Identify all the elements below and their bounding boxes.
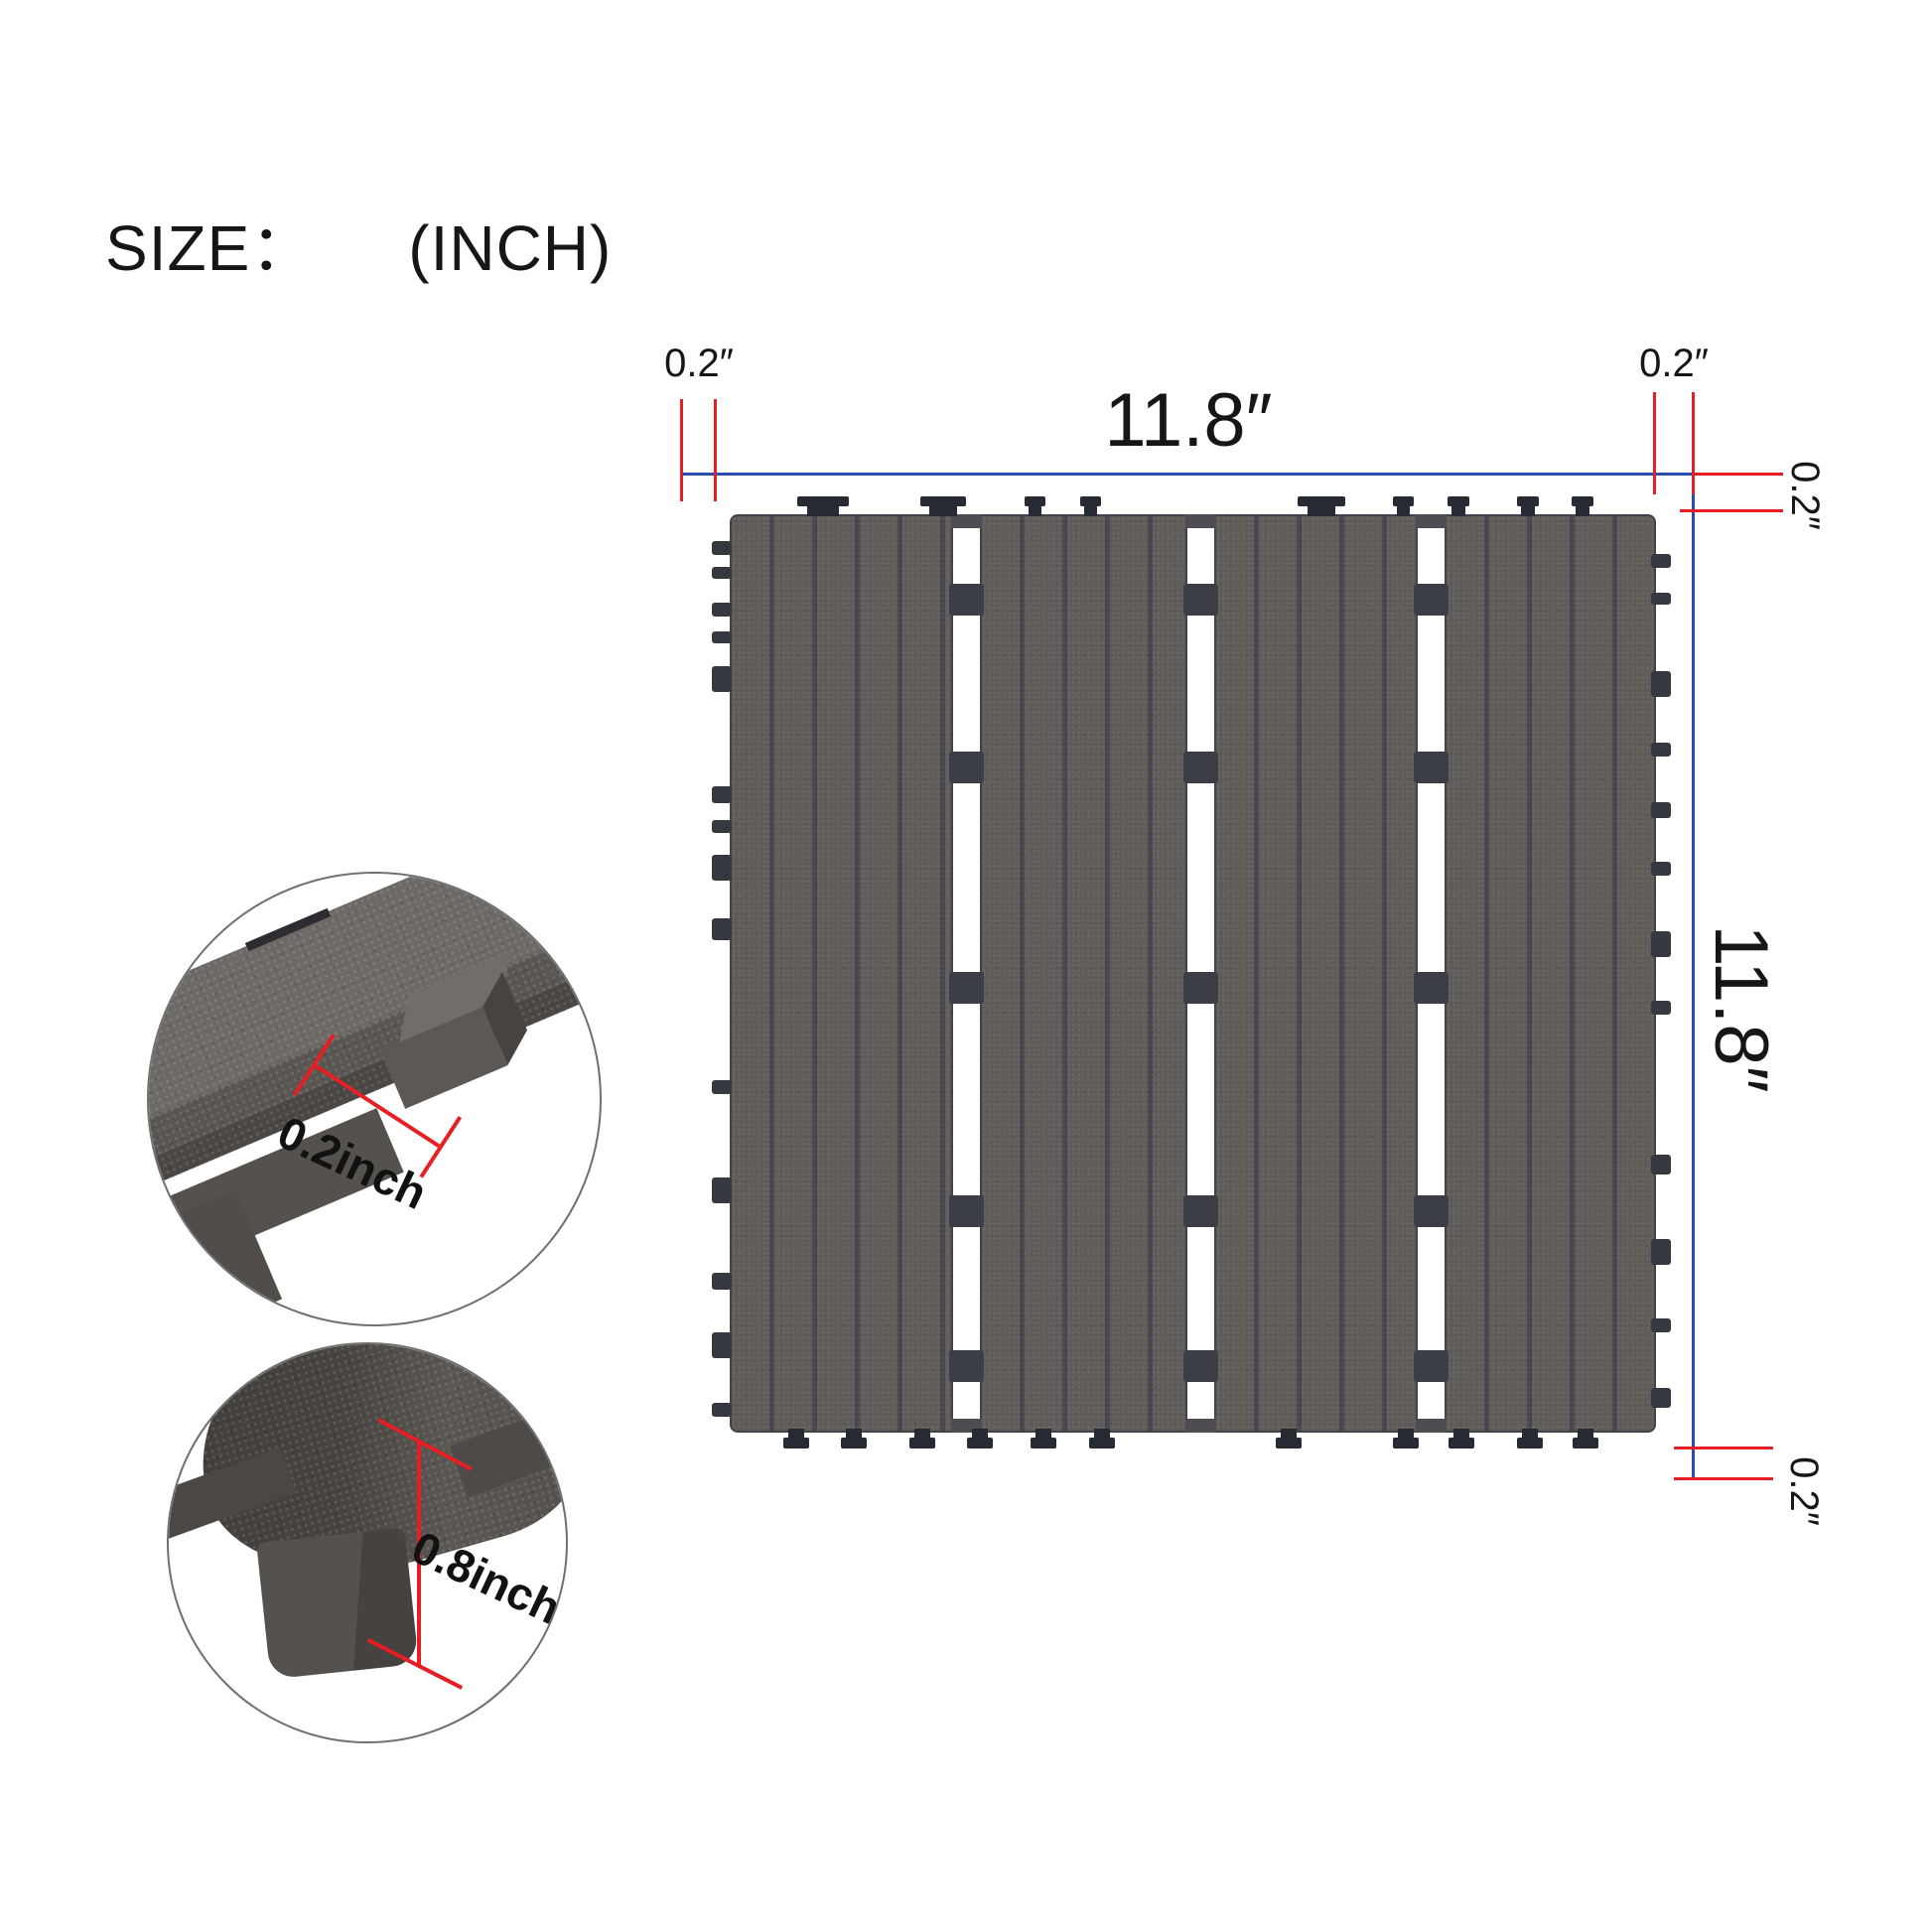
interlock-tab-bottom (1089, 1429, 1115, 1449)
connector-block (1183, 584, 1218, 616)
connector-block (949, 584, 984, 616)
interlock-clip-right (1651, 1155, 1671, 1174)
gap-bridge (1416, 514, 1447, 528)
interlock-tab-bottom (841, 1429, 867, 1449)
interlock-clip-left (712, 541, 732, 555)
tick-right-bottom-b (1674, 1477, 1773, 1480)
width-dimension-line (680, 473, 1695, 476)
interlock-tab-bottom (1449, 1429, 1474, 1449)
label-height: 11.8″ (1699, 924, 1783, 1093)
connector-block (949, 752, 984, 783)
tick-top-left-b (714, 399, 717, 501)
interlock-tab-top (1393, 496, 1414, 516)
tick-right-bottom-a (1674, 1447, 1773, 1449)
interlock-tab-top (920, 496, 966, 516)
gap-bridge (1185, 1419, 1216, 1433)
label-top-left-offset: 0.2″ (664, 342, 734, 385)
connector-block (1183, 752, 1218, 783)
interlock-clip-right (1651, 931, 1671, 957)
slat-panel-1 (730, 514, 953, 1433)
interlock-clip-right (1651, 862, 1671, 876)
height-dimension-line (1692, 473, 1695, 1478)
interlock-clip-left (712, 631, 732, 643)
interlock-tab-bottom (967, 1429, 993, 1449)
tick-right-top-b (1680, 509, 1783, 512)
interlock-tab-bottom (783, 1429, 809, 1449)
interlock-tab-top (1025, 496, 1045, 516)
connector-block (1414, 972, 1449, 1004)
interlock-tab-top (1572, 496, 1593, 516)
interlock-clip-left (712, 786, 732, 803)
slat-panel-4 (1445, 514, 1656, 1433)
connector-block (1414, 1350, 1449, 1382)
connector-block (1414, 584, 1449, 616)
interlock-tab-top (1080, 496, 1101, 516)
drain-gap-2 (1183, 514, 1218, 1433)
interlock-tab-bottom (1517, 1429, 1543, 1449)
interlock-clip-right (1651, 1318, 1671, 1332)
connector-block (949, 1350, 984, 1382)
interlock-clip-left (712, 603, 732, 617)
gap-bridge (1185, 514, 1216, 528)
interlock-clip-left (712, 855, 732, 881)
interlock-tab-top (1298, 496, 1345, 516)
interlock-clip-left (712, 1177, 732, 1203)
interlock-clip-left (712, 666, 732, 692)
interlock-clip-right (1651, 554, 1671, 568)
gap-bridge (951, 514, 982, 528)
interlock-clip-left (712, 918, 732, 940)
interlock-clip-left (712, 1403, 732, 1417)
callout-tab-gap: 0.2inch (147, 872, 602, 1326)
connector-block (949, 1195, 984, 1227)
connector-block (949, 972, 984, 1004)
interlock-clip-right (1651, 1001, 1671, 1015)
interlock-tab-bottom (1573, 1429, 1598, 1449)
interlock-clip-right (1651, 593, 1671, 605)
connector-block (1414, 752, 1449, 783)
height-dimension-marker (417, 1443, 421, 1667)
interlock-clip-right (1651, 802, 1671, 818)
interlock-tab-bottom (909, 1429, 935, 1449)
connector-block (1414, 1195, 1449, 1227)
connector-block (1183, 972, 1218, 1004)
slat-panel-2 (980, 514, 1187, 1433)
connector-block (1183, 1350, 1218, 1382)
deck-tile-top-view (730, 514, 1656, 1433)
label-right-bottom-offset: 0.2″ (1782, 1456, 1826, 1526)
interlock-clip-left (712, 1332, 732, 1358)
interlock-tab-bottom (1276, 1429, 1302, 1449)
size-label: SIZE： (105, 212, 316, 284)
label-width: 11.8″ (1104, 378, 1273, 463)
unit-label: (INCH) (408, 212, 613, 284)
tick-right-top-a (1694, 473, 1783, 476)
tick-top-right-b (1692, 392, 1695, 494)
interlock-clip-left (712, 1273, 732, 1290)
slat-panel-3 (1214, 514, 1418, 1433)
interlock-tab-bottom (1031, 1429, 1056, 1449)
interlock-tab-top (1517, 496, 1539, 516)
interlock-clip-left (712, 820, 732, 833)
interlock-clip-right (1651, 671, 1671, 697)
label-top-right-offset: 0.2″ (1639, 342, 1709, 385)
interlock-clip-right (1651, 1239, 1671, 1265)
callout-foot-height: 0.8inch (167, 1342, 568, 1743)
connector-block (1183, 1195, 1218, 1227)
interlock-tab-top (1448, 496, 1469, 516)
label-right-top-offset: 0.2″ (1783, 461, 1827, 530)
interlock-clip-right (1651, 1388, 1671, 1408)
tick-top-left-a (680, 399, 683, 501)
drain-gap-3 (1414, 514, 1449, 1433)
interlock-clip-left (712, 567, 732, 579)
page-title: SIZE： (INCH) (105, 216, 612, 280)
gap-bridge (1416, 1419, 1447, 1433)
interlock-tab-bottom (1393, 1429, 1419, 1449)
interlock-clip-left (712, 1080, 732, 1094)
interlock-tab-top (797, 496, 849, 516)
interlock-clip-right (1651, 743, 1671, 757)
drain-gap-1 (949, 514, 984, 1433)
tick-top-right-a (1653, 392, 1656, 494)
